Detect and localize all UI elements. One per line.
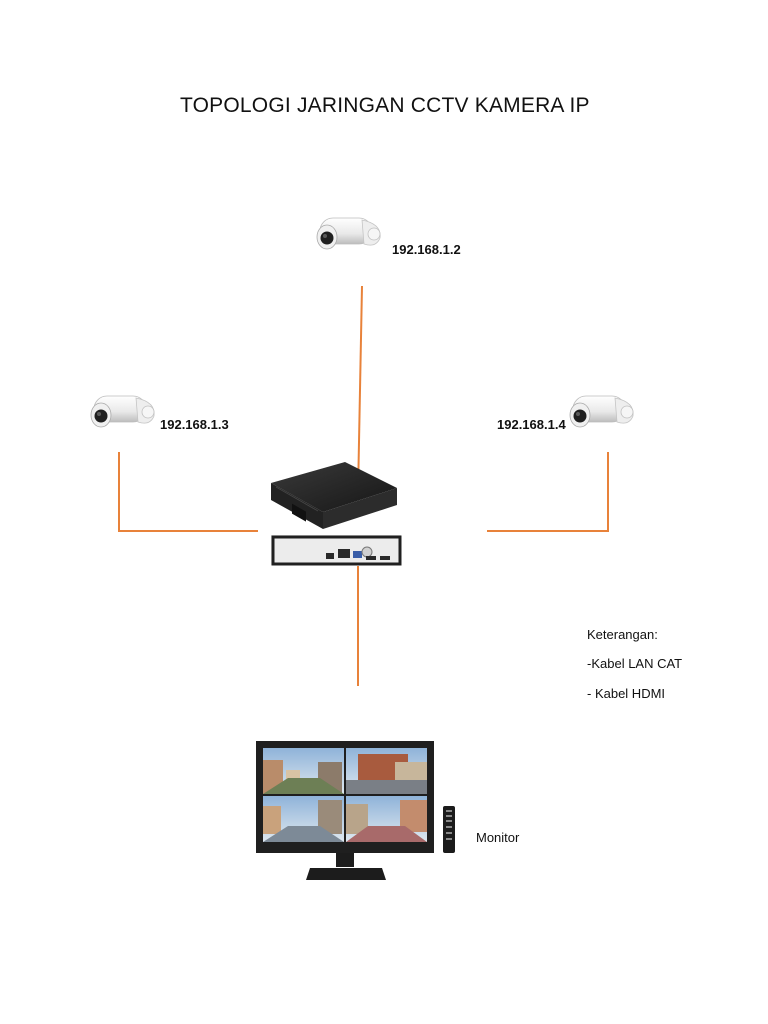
cable-camera-right [487,452,609,532]
monitor-icon [256,741,434,880]
camera-ip-label: 192.168.1.3 [160,417,229,432]
bullet-camera-icon [90,395,155,428]
monitor-label: Monitor [476,830,520,845]
cables [118,285,609,686]
camera-ip-label: 192.168.1.2 [392,242,461,257]
page-title: TOPOLOGI JARINGAN CCTV KAMERA IP [180,94,590,117]
bullet-camera-icon [569,395,634,428]
camera-ip-label: 192.168.1.4 [497,417,566,432]
bullet-camera-icon [316,217,381,250]
legend-heading: Keterangan: [587,627,658,642]
cable-camera-top [357,285,363,495]
legend-item-lan: -Kabel LAN CAT [587,656,683,671]
nvr-icon [271,462,402,566]
remote-icon [443,806,455,853]
cable-camera-left [118,452,258,532]
legend-item-hdmi: - Kabel HDMI [587,686,666,701]
